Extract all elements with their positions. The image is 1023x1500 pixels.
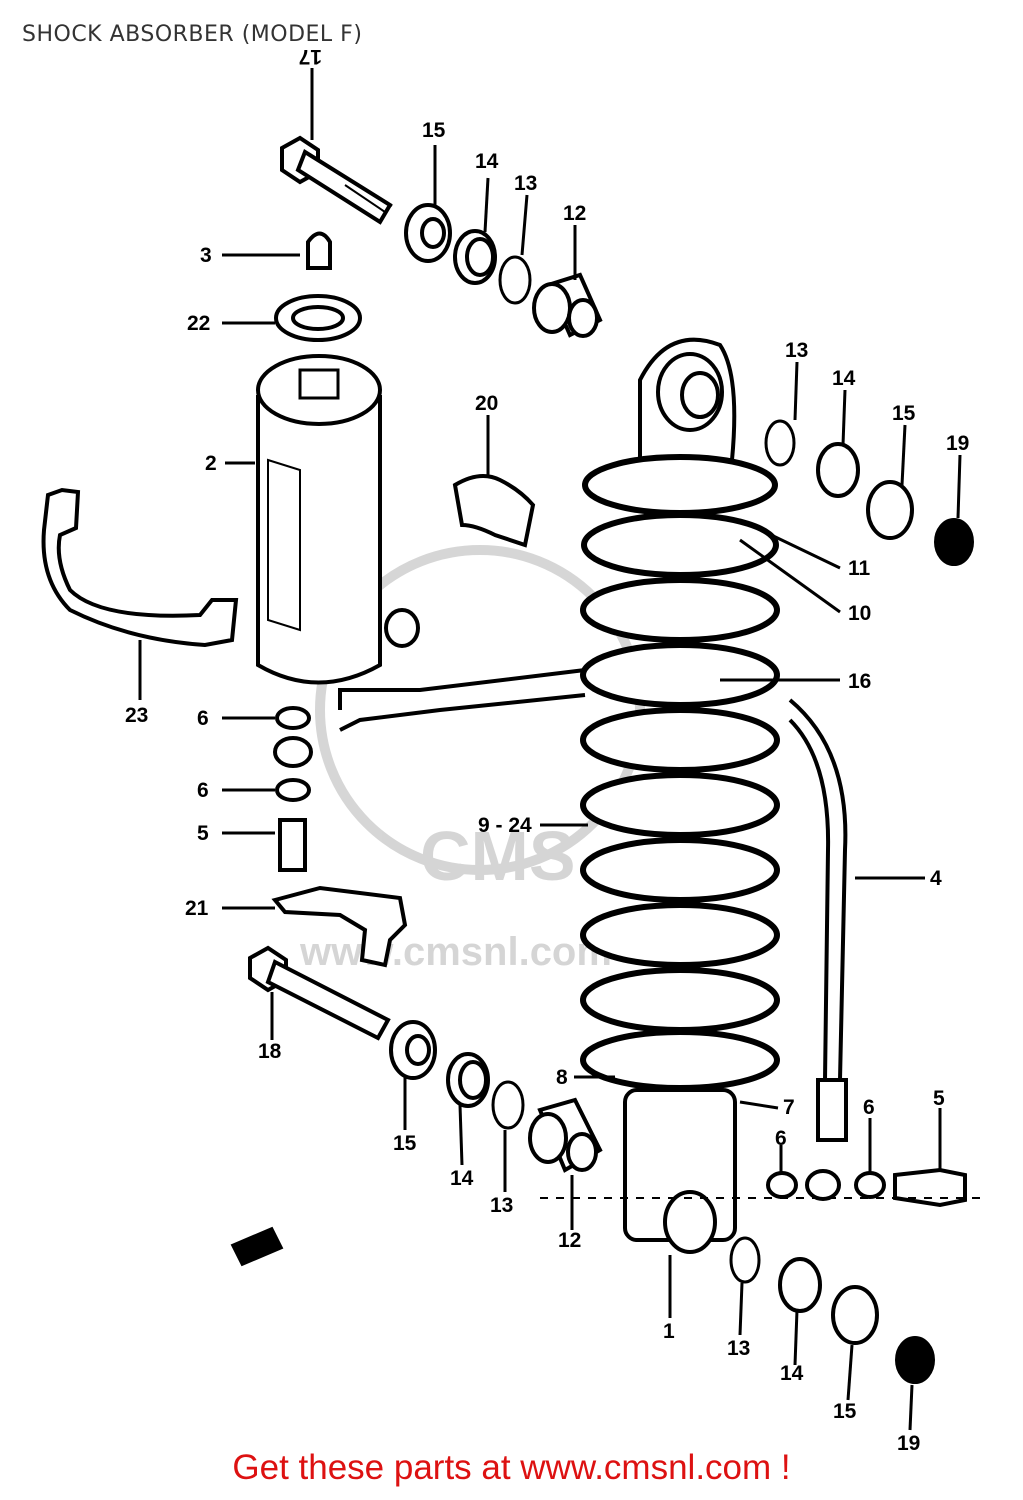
callout-10: 10 bbox=[848, 602, 871, 625]
callout-19-bottom: 19 bbox=[897, 1432, 920, 1455]
hose-4 bbox=[788, 698, 848, 1142]
callout-12-top: 12 bbox=[563, 202, 586, 225]
parts-right-bottom bbox=[729, 1167, 967, 1384]
bushing-12-top bbox=[532, 272, 603, 338]
leader-lines bbox=[138, 68, 962, 1431]
callout-5b: 5 bbox=[933, 1087, 945, 1110]
callout-14-bottom-right: 14 bbox=[780, 1362, 804, 1385]
callout-21: 21 bbox=[185, 897, 209, 920]
footer-link[interactable]: Get these parts at www.cmsnl.com ! bbox=[232, 1448, 791, 1487]
collar-15-top bbox=[404, 203, 452, 263]
callout-22: 22 bbox=[187, 312, 210, 335]
callout-17: 17 bbox=[299, 45, 322, 68]
svg-text:CMS: CMS bbox=[420, 817, 576, 895]
callout-2: 2 bbox=[205, 452, 217, 475]
callout-4: 4 bbox=[930, 867, 942, 890]
seal-14-bottom-left bbox=[446, 1052, 490, 1108]
reservoir-tank-2 bbox=[256, 354, 420, 685]
cap-3 bbox=[306, 231, 332, 270]
cushion-20 bbox=[452, 474, 536, 548]
circlip-13-bottom-left bbox=[491, 1080, 525, 1130]
callout-1: 1 bbox=[663, 1320, 675, 1343]
callout-7: 7 bbox=[783, 1096, 795, 1119]
hose-tank bbox=[338, 668, 586, 732]
clip-21 bbox=[271, 885, 408, 968]
band-23 bbox=[41, 487, 239, 648]
small-part bbox=[230, 1226, 284, 1267]
page-title: SHOCK ABSORBER (MODEL F) bbox=[22, 22, 363, 47]
callout-14-right: 14 bbox=[832, 367, 856, 390]
bushing-12-bottom-left bbox=[528, 1097, 603, 1173]
callout-20: 20 bbox=[475, 392, 498, 415]
callout-19-top: 19 bbox=[946, 432, 969, 455]
bolt-17 bbox=[280, 135, 393, 225]
callout-6b: 6 bbox=[197, 779, 209, 802]
callout-14-bottom-left: 14 bbox=[450, 1167, 474, 1190]
callout-15-top: 15 bbox=[422, 119, 446, 142]
callout-3: 3 bbox=[200, 244, 212, 267]
shock-absorber-1 bbox=[623, 337, 737, 1254]
callout-16: 16 bbox=[848, 670, 871, 693]
callout-23: 23 bbox=[125, 704, 148, 727]
callout-labels: 17 15 14 13 12 3 22 20 2 13 14 15 19 11 … bbox=[125, 45, 969, 1455]
callout-11: 11 bbox=[848, 557, 871, 580]
callout-9-24: 9 - 24 bbox=[478, 814, 532, 837]
callout-8: 8 bbox=[556, 1066, 568, 1089]
collar-15-bottom-left bbox=[389, 1020, 437, 1080]
bolt-18 bbox=[248, 945, 391, 1041]
coil-spring-9 bbox=[580, 454, 780, 1091]
callout-6a: 6 bbox=[197, 707, 209, 730]
svg-text:www.cmsnl.com: www.cmsnl.com bbox=[299, 930, 612, 974]
callout-5a: 5 bbox=[197, 822, 209, 845]
callout-13-bottom-left: 13 bbox=[490, 1194, 513, 1217]
callout-13-top: 13 bbox=[514, 172, 537, 195]
callout-13-right: 13 bbox=[785, 339, 808, 362]
callout-15-bottom-right: 15 bbox=[833, 1400, 857, 1423]
callout-12-bottom-left: 12 bbox=[558, 1229, 581, 1252]
callout-6c: 6 bbox=[775, 1127, 787, 1150]
washers-left bbox=[273, 706, 313, 872]
callout-18: 18 bbox=[258, 1040, 282, 1063]
callout-15-right: 15 bbox=[892, 402, 916, 425]
callout-14-top: 14 bbox=[475, 150, 499, 173]
callout-6d: 6 bbox=[863, 1096, 875, 1119]
seal-22 bbox=[274, 294, 362, 342]
seal-14-top bbox=[453, 229, 497, 285]
watermark-logo: CMS www.cmsnl.com bbox=[299, 545, 645, 974]
parts-right-top bbox=[764, 419, 974, 566]
callout-13-bottom-right: 13 bbox=[727, 1337, 750, 1360]
callout-15-bottom-left: 15 bbox=[393, 1132, 417, 1155]
circlip-13-top bbox=[498, 255, 532, 305]
